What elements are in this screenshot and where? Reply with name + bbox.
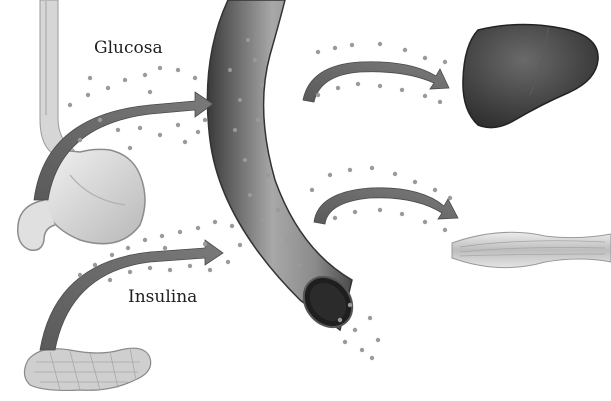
liver-icon <box>463 24 598 127</box>
glucose-label: Glucosa <box>94 38 163 58</box>
muscle-icon <box>452 232 611 267</box>
pancreas-icon <box>24 348 150 390</box>
insulin-label: Insulina <box>128 287 197 307</box>
blood-vessel-icon <box>207 0 362 337</box>
